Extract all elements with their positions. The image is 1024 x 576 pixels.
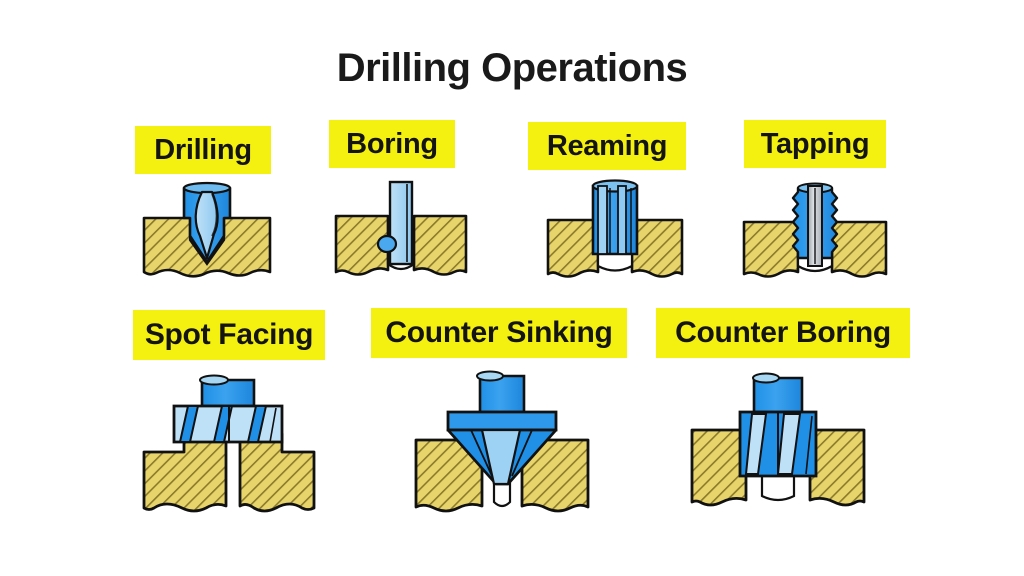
label-counter-sinking: Counter Sinking bbox=[371, 308, 627, 358]
figure-boring bbox=[326, 178, 476, 288]
workpiece-counter-boring bbox=[690, 428, 866, 507]
workpiece-reaming bbox=[546, 218, 684, 278]
label-reaming: Reaming bbox=[528, 122, 686, 170]
figure-reaming bbox=[540, 176, 690, 290]
twist-drill-icon bbox=[182, 181, 232, 264]
figure-spot-facing bbox=[136, 364, 322, 520]
spot-facer-icon bbox=[172, 374, 284, 444]
figure-tapping bbox=[736, 176, 894, 290]
boring-bar-icon bbox=[376, 180, 414, 266]
figure-counter-sinking bbox=[404, 364, 600, 520]
countersink-icon bbox=[446, 370, 558, 486]
reamer-icon bbox=[591, 179, 639, 256]
tap-icon bbox=[791, 182, 839, 267]
label-counter-boring: Counter Boring bbox=[656, 308, 910, 358]
figure-drilling bbox=[132, 178, 282, 288]
label-tapping: Tapping bbox=[744, 120, 886, 168]
label-drilling: Drilling bbox=[135, 126, 271, 174]
label-boring: Boring bbox=[329, 120, 455, 168]
page-title: Drilling Operations bbox=[336, 46, 688, 90]
counterbore-icon bbox=[738, 372, 818, 478]
workpiece-spot-facing bbox=[142, 432, 316, 513]
label-spot-facing: Spot Facing bbox=[133, 310, 325, 360]
figure-counter-boring bbox=[684, 364, 872, 520]
